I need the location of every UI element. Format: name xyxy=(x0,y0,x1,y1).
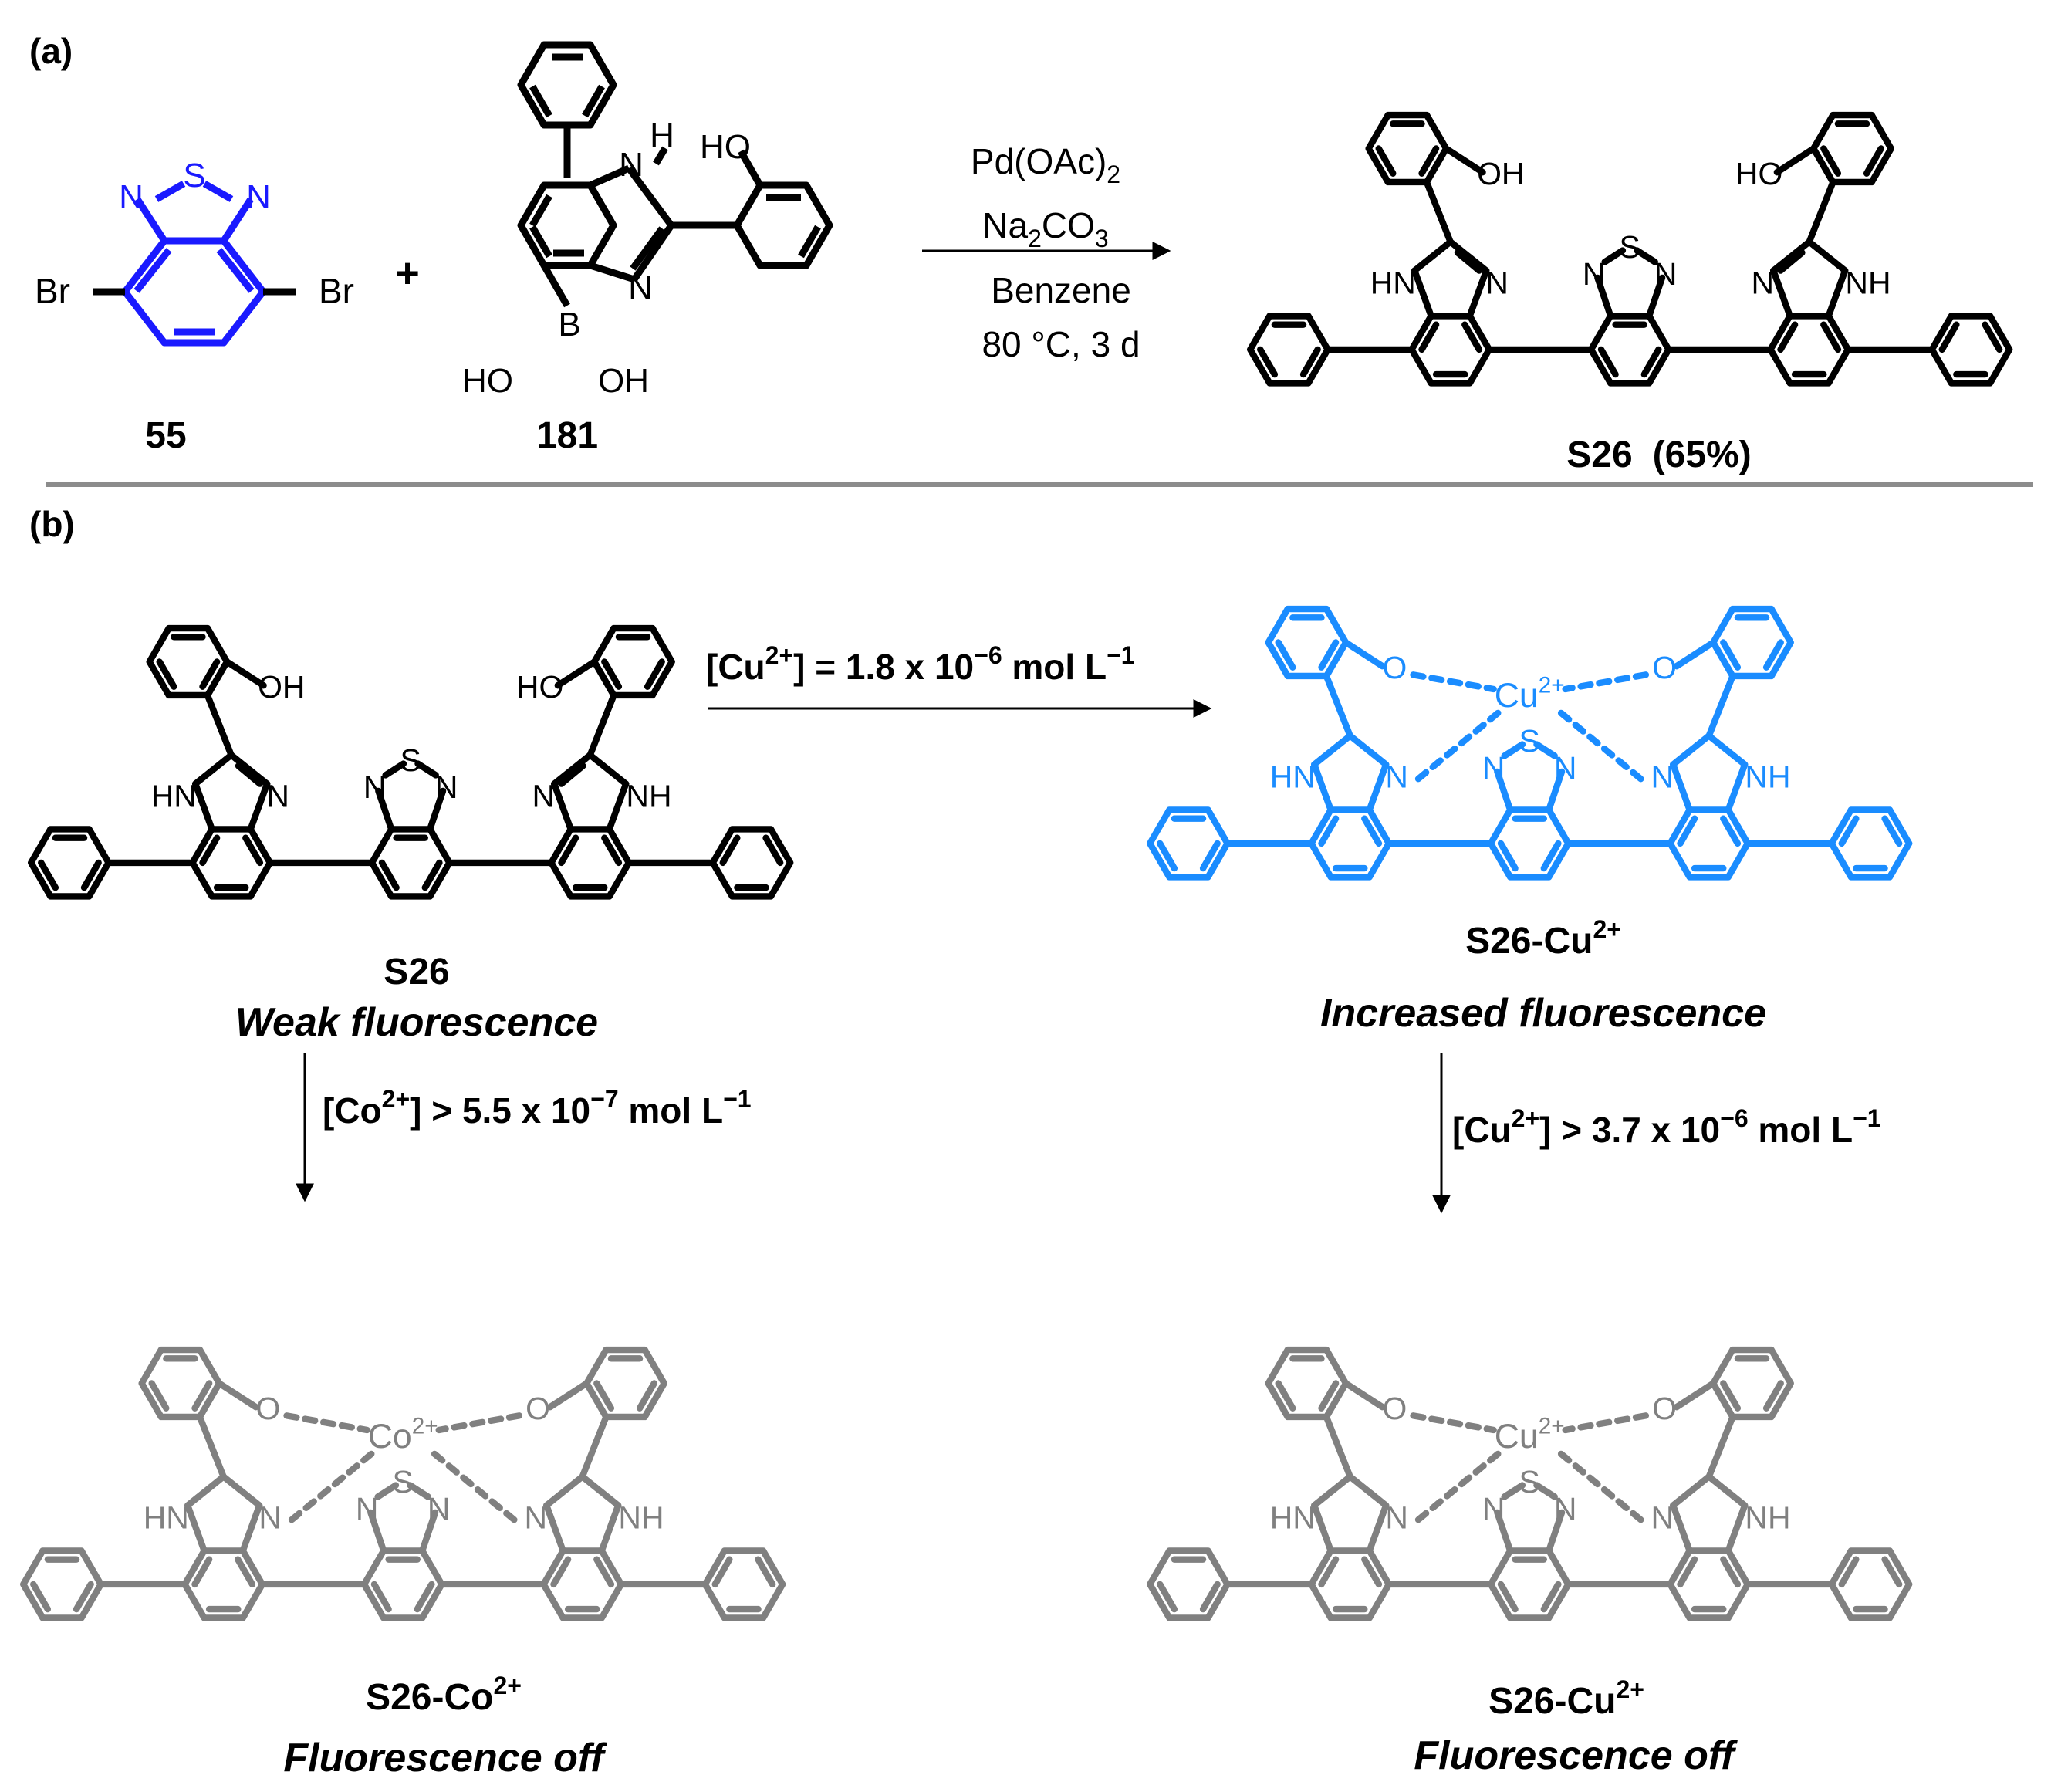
reagent-2: Na2CO3 xyxy=(982,205,1108,252)
atom-oh: OH xyxy=(258,669,305,705)
reagent-1: Pd(OAc)2 xyxy=(971,141,1120,188)
atom-n: N xyxy=(258,1500,282,1535)
s26-co-description: Fluorescence off xyxy=(283,1736,607,1780)
atom-n: N xyxy=(1482,1491,1505,1527)
cu-concentration-2: [Cu2+] > 3.7 x 10−6 mol L−1 xyxy=(1452,1104,1881,1150)
atom-o: O xyxy=(1382,650,1407,685)
s26-cu-excess-description: Fluorescence off xyxy=(1414,1733,1738,1778)
atom-nh: NH xyxy=(626,778,671,813)
s26-cu-description: Increased fluorescence xyxy=(1320,991,1766,1036)
compound-181-atom-h: H xyxy=(650,117,674,154)
atom-oh: OH xyxy=(1477,156,1524,191)
atom-nh: NH xyxy=(618,1500,664,1535)
atom-o: O xyxy=(1652,650,1677,685)
atom-n: N xyxy=(1751,265,1774,300)
atom-n: N xyxy=(435,769,458,805)
atom-s: S xyxy=(393,1464,414,1500)
atom-s: S xyxy=(1519,1464,1540,1500)
atom-nh: NH xyxy=(1745,759,1790,794)
atom-ho: HO xyxy=(516,669,563,705)
atom-s: S xyxy=(1519,723,1540,759)
atom-n: N xyxy=(1654,256,1678,292)
product-s26-label: S26(65%) xyxy=(1566,434,1751,475)
atom-n: N xyxy=(427,1491,451,1527)
atom-o: O xyxy=(255,1391,280,1426)
atom-n: N xyxy=(363,769,387,805)
panel-b-label: (b) xyxy=(29,504,75,544)
compound-55-atom-n: N xyxy=(119,178,144,216)
compound-55-atom-s: S xyxy=(183,157,205,194)
atom-n: N xyxy=(266,778,289,813)
atom-o: O xyxy=(1382,1391,1407,1426)
compound-55-atom-br: Br xyxy=(35,271,70,311)
compound-55-atom-n: N xyxy=(246,178,271,216)
atom-o: O xyxy=(525,1391,550,1426)
compound-181-atom-n: N xyxy=(619,146,644,184)
atom-n: N xyxy=(1385,759,1408,794)
metal-ion: Co2+ xyxy=(368,1414,438,1456)
compound-181-structure xyxy=(517,41,833,308)
atom-n: N xyxy=(524,1500,547,1535)
panel-a-label: (a) xyxy=(29,31,73,71)
s26-label: S26 xyxy=(384,952,449,992)
compound-55-atom-br: Br xyxy=(319,271,354,311)
atom-hn: HN xyxy=(1270,1500,1316,1535)
atom-n: N xyxy=(1482,750,1505,786)
compound-55-structure xyxy=(93,181,296,347)
metal-ion: Cu2+ xyxy=(1495,673,1565,715)
compound-181-atom-oh: OH xyxy=(598,362,649,400)
atom-n: N xyxy=(1385,1500,1408,1535)
atom-n: N xyxy=(1485,265,1509,300)
atom-s: S xyxy=(400,742,421,778)
atom-hn: HN xyxy=(151,778,197,813)
atom-n: N xyxy=(1583,256,1606,292)
atom-n: N xyxy=(1651,759,1674,794)
atom-hn: HN xyxy=(1370,265,1416,300)
cu-concentration-1: [Cu2+] = 1.8 x 10−6 mol L−1 xyxy=(706,641,1135,687)
atom-n: N xyxy=(356,1491,379,1527)
atom-n: N xyxy=(1651,1500,1674,1535)
atom-o: O xyxy=(1652,1391,1677,1426)
solvent: Benzene xyxy=(991,270,1131,310)
atom-hn: HN xyxy=(144,1500,189,1535)
atom-nh: NH xyxy=(1745,1500,1790,1535)
co-concentration: [Co2+] > 5.5 x 10−7 mol L−1 xyxy=(323,1085,752,1131)
compound-181-label: 181 xyxy=(536,415,598,456)
s26-co-label: S26-Co2+ xyxy=(366,1672,522,1718)
atom-n: N xyxy=(532,778,555,813)
atom-n: N xyxy=(1554,1491,1577,1527)
compound-181-atom-n: N xyxy=(628,269,653,307)
plus-sign: + xyxy=(395,250,420,296)
compound-181-atom-ho: HO xyxy=(462,362,513,400)
atom-hn: HN xyxy=(1270,759,1316,794)
compound-181-atom-b: B xyxy=(558,306,580,343)
s26-cu-excess-label: S26-Cu2+ xyxy=(1488,1675,1644,1722)
atom-ho: HO xyxy=(1735,156,1782,191)
temperature-time: 80 °C, 3 d xyxy=(982,324,1140,364)
compound-55-label: 55 xyxy=(145,415,186,456)
atom-nh: NH xyxy=(1845,265,1891,300)
atom-s: S xyxy=(1620,229,1640,265)
compound-181-atom-ho: HO xyxy=(700,128,751,166)
s26-cu-label: S26-Cu2+ xyxy=(1465,915,1621,962)
atom-n: N xyxy=(1554,750,1577,786)
s26-description: Weak fluorescence xyxy=(235,1000,598,1045)
metal-ion: Cu2+ xyxy=(1495,1414,1565,1456)
